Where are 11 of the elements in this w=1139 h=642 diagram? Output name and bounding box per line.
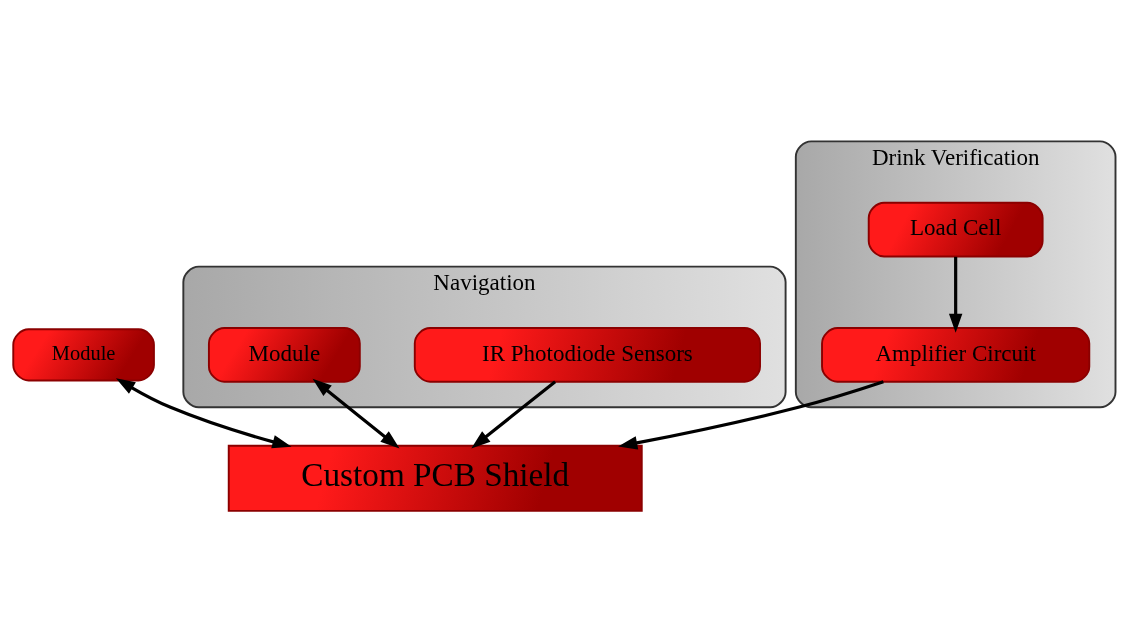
node-box: Custom PCB Shield [227,444,643,512]
node-box: Module [12,328,155,382]
arrow [471,380,557,449]
arrow [312,378,400,449]
node-box: Load Cell [867,201,1044,258]
node-box: IR Photodiode Sensors [413,327,761,383]
arrow [948,256,963,333]
arrow [618,380,884,450]
arrow [115,378,292,449]
node-box: Module [207,327,361,383]
node-box: Amplifier Circuit [821,327,1091,383]
